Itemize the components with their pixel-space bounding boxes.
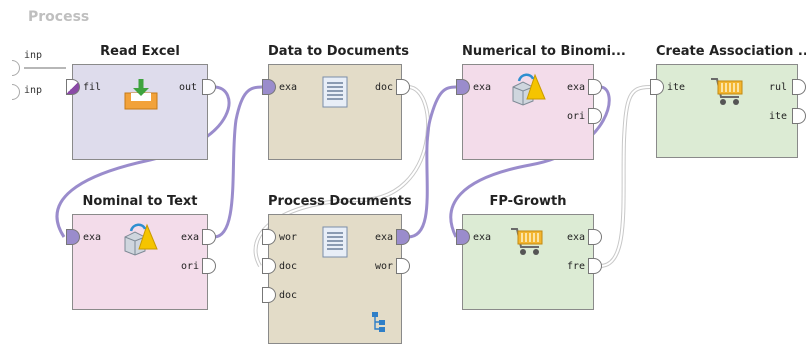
output-port-label: wor bbox=[374, 261, 393, 272]
operator-numerical-to-binominal[interactable]: Numerical to Binomi... exa exa ori bbox=[456, 44, 626, 160]
output-port-label: exa bbox=[566, 82, 585, 93]
excel-import-icon bbox=[124, 79, 158, 110]
output-port-label: ori bbox=[566, 111, 585, 122]
operator-fp-growth[interactable]: FP-Growth exa exa fre bbox=[456, 194, 602, 310]
operator-create-association-rules[interactable]: Create Association ... ite rul ite bbox=[650, 44, 806, 160]
output-port-label: out bbox=[178, 82, 197, 93]
operator-process-documents[interactable]: Process Documents wor doc doc exa wor bbox=[262, 194, 412, 344]
operator-body[interactable]: exa exa ori bbox=[72, 214, 208, 310]
shopping-cart-icon bbox=[511, 228, 543, 255]
output-port-label: fre bbox=[566, 261, 585, 272]
input-port-doc[interactable] bbox=[262, 258, 276, 274]
operator-read-excel[interactable]: Read Excel fil out bbox=[66, 44, 216, 160]
operator-title: Data to Documents bbox=[268, 44, 410, 59]
wire-process-docs-to-num2bin bbox=[407, 85, 457, 239]
process-input-label: inp bbox=[24, 50, 43, 61]
output-port-fre[interactable] bbox=[588, 258, 602, 274]
operator-title: FP-Growth bbox=[489, 194, 567, 209]
shapes-convert-icon bbox=[512, 73, 546, 106]
output-port-label: exa bbox=[374, 232, 393, 243]
shapes-convert-icon bbox=[124, 223, 158, 256]
input-port-doc-2[interactable] bbox=[262, 287, 276, 303]
shopping-cart-icon bbox=[711, 78, 743, 105]
input-port-label: exa bbox=[473, 82, 492, 93]
operator-body[interactable]: fil out bbox=[72, 64, 208, 160]
operator-body[interactable]: exa doc bbox=[268, 64, 402, 160]
operator-title: Process Documents bbox=[268, 194, 412, 209]
input-port-wor[interactable] bbox=[262, 229, 276, 245]
output-port-label: rul bbox=[768, 82, 787, 93]
input-port-label: doc bbox=[279, 290, 298, 301]
output-port-label: ite bbox=[768, 111, 787, 122]
output-port-label: exa bbox=[566, 232, 585, 243]
operator-body[interactable]: exa exa fre bbox=[462, 214, 594, 310]
input-port-label: exa bbox=[279, 82, 298, 93]
output-port-label: doc bbox=[374, 82, 393, 93]
operator-body[interactable]: ite rul ite bbox=[656, 64, 798, 158]
document-icon bbox=[322, 226, 348, 258]
input-port-exa[interactable] bbox=[66, 229, 80, 245]
wire-nominal-to-data2docs bbox=[213, 85, 263, 239]
output-port-exa[interactable] bbox=[202, 229, 216, 245]
input-port-label: doc bbox=[279, 261, 298, 272]
operator-data-to-documents[interactable]: Data to Documents exa doc bbox=[262, 44, 410, 160]
operator-title: Numerical to Binomi... bbox=[462, 44, 626, 59]
subprocess-icon[interactable] bbox=[371, 311, 387, 333]
output-port-exa[interactable] bbox=[588, 229, 602, 245]
output-port-label: exa bbox=[180, 232, 199, 243]
output-port-ori[interactable] bbox=[202, 258, 216, 274]
output-port-exa[interactable] bbox=[396, 229, 410, 245]
output-port-exa[interactable] bbox=[588, 79, 602, 95]
output-port-wor[interactable] bbox=[396, 258, 410, 274]
output-port-doc[interactable] bbox=[396, 79, 410, 95]
output-port-ori[interactable] bbox=[588, 108, 602, 124]
operator-body[interactable]: exa exa ori bbox=[462, 64, 594, 160]
input-port-exa[interactable] bbox=[456, 79, 470, 95]
input-port-label: fil bbox=[83, 82, 102, 93]
input-port-exa[interactable] bbox=[456, 229, 470, 245]
operator-title: Create Association ... bbox=[656, 44, 806, 59]
operator-title: Nominal to Text bbox=[82, 194, 198, 209]
input-port-label: exa bbox=[473, 232, 492, 243]
process-canvas-label: Process bbox=[28, 9, 90, 25]
output-port-label: ori bbox=[180, 261, 199, 272]
wire-num2bin-to-fpgrowth bbox=[449, 85, 611, 238]
document-icon bbox=[322, 76, 348, 108]
input-port-exa[interactable] bbox=[262, 79, 276, 95]
process-input-label: inp bbox=[24, 85, 43, 96]
input-port-label: ite bbox=[667, 82, 686, 93]
operator-nominal-to-text[interactable]: Nominal to Text exa exa ori bbox=[66, 194, 216, 310]
input-port-label: wor bbox=[279, 232, 298, 243]
input-port-label: exa bbox=[83, 232, 102, 243]
output-port-out[interactable] bbox=[202, 79, 216, 95]
input-port-fil[interactable] bbox=[66, 79, 80, 95]
input-port-ite[interactable] bbox=[650, 79, 664, 95]
operator-body[interactable]: wor doc doc exa wor bbox=[268, 214, 402, 344]
operator-title: Read Excel bbox=[100, 44, 180, 59]
